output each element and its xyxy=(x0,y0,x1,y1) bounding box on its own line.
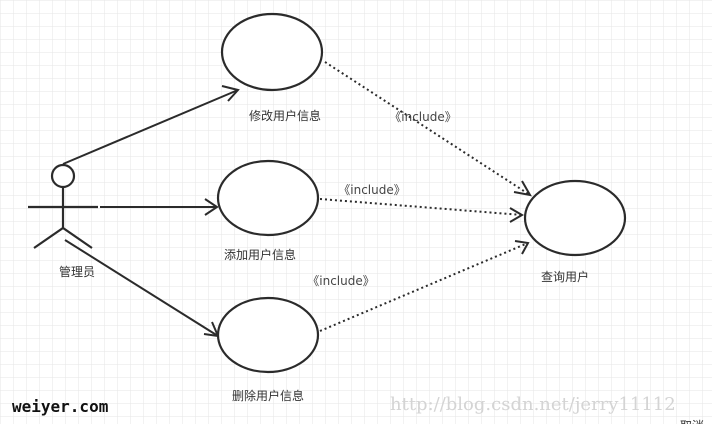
use-case-edit[interactable] xyxy=(220,12,324,92)
include-add-query xyxy=(319,198,523,216)
use-case-label-query: 查询用户 xyxy=(541,269,589,284)
use-case-label-add: 添加用户信息 xyxy=(224,247,296,262)
arrowhead-icon xyxy=(221,85,240,102)
watermark-weiyer: weiyer.com xyxy=(12,397,109,416)
actor-label: 管理员 xyxy=(59,264,95,279)
arrowhead-icon xyxy=(513,180,532,197)
include-label-delete: 《include》 xyxy=(307,274,374,288)
use-case-label-edit: 修改用户信息 xyxy=(249,108,321,123)
include-edit-query xyxy=(324,61,531,196)
arrowhead-icon xyxy=(204,198,219,216)
cancel-partial-text: 取消 xyxy=(680,419,704,424)
include-relations xyxy=(319,61,531,332)
actor-admin[interactable] xyxy=(28,163,98,249)
include-label-edit: 《include》 xyxy=(389,110,456,124)
use-case-add[interactable] xyxy=(216,159,320,237)
association-delete xyxy=(64,239,219,337)
associations xyxy=(62,85,240,338)
include-label-add: 《include》 xyxy=(338,183,405,197)
actor-legs xyxy=(33,226,93,249)
arrowhead-icon xyxy=(514,240,530,255)
actor-head xyxy=(50,163,76,189)
use-case-delete[interactable] xyxy=(216,296,320,374)
arrowhead-icon xyxy=(509,207,524,223)
use-case-label-delete: 删除用户信息 xyxy=(232,388,304,403)
watermark-csdn: http://blog.csdn.net/jerry11112 xyxy=(390,394,676,415)
association-edit xyxy=(62,89,239,165)
use-case-query[interactable] xyxy=(523,179,627,257)
